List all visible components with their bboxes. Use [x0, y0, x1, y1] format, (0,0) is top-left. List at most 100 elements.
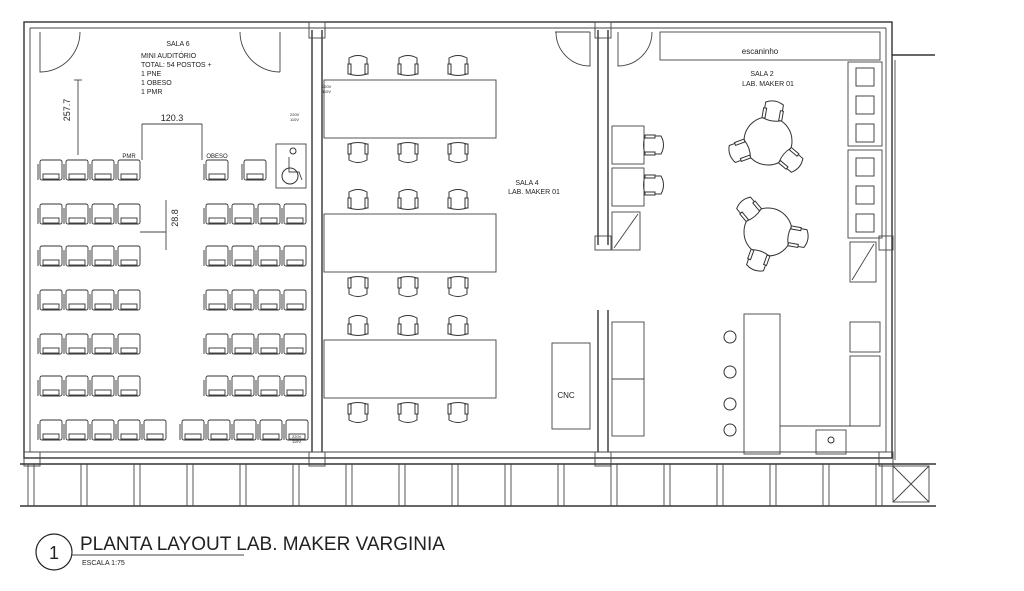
sala-4-chair — [397, 55, 419, 76]
sala-2-chair — [736, 196, 763, 223]
desk-chair — [643, 174, 664, 196]
sala-4-chair — [447, 402, 469, 423]
auditorium-seat — [89, 375, 115, 397]
auditorium-seat — [63, 375, 89, 397]
desk-chair — [643, 134, 664, 156]
auditorium-seat — [37, 375, 63, 397]
auditorium-seat — [231, 419, 257, 441]
auditorium-seat — [203, 333, 229, 355]
auditorium-seat — [255, 375, 281, 397]
auditorium-seat — [89, 245, 115, 267]
sala-4-chair — [347, 315, 369, 336]
obeso-seat: OBESO — [203, 154, 229, 181]
sala-4-chair — [397, 142, 419, 163]
auditorium-seat — [89, 333, 115, 355]
auditorium-seat — [281, 333, 307, 355]
sala-4-furniture: SALA 4 LAB. MAKER 01 CNC — [323, 55, 664, 430]
auditorium-seat — [241, 159, 267, 181]
sala-4-chair — [447, 276, 469, 297]
auditorium-seat — [115, 245, 141, 267]
auditorium-seat — [281, 203, 307, 225]
outlet-label: 110V — [290, 117, 299, 122]
drawing-title: PLANTA LAYOUT LAB. MAKER VARGINIA — [80, 534, 445, 555]
auditorium-seat — [63, 159, 89, 181]
auditorium-seat — [203, 245, 229, 267]
auditorium-seat — [281, 375, 307, 397]
wheelchair-icon — [275, 143, 307, 189]
escaninho-locker: escaninho — [659, 31, 881, 61]
shelf-bin — [855, 185, 875, 205]
outlet-label: 220V — [292, 434, 302, 439]
auditorium-seat — [63, 245, 89, 267]
dimension-lines: 257.7 120.3 28.8 — [62, 79, 203, 250]
outlet-label: 110V — [322, 89, 331, 94]
shelf-bin — [855, 213, 875, 233]
auditorium-seat — [229, 333, 255, 355]
sala-4-chair — [347, 55, 369, 76]
sala-4-chair — [347, 142, 369, 163]
dim-120-3: 120.3 — [161, 113, 184, 123]
sala-4-chair — [447, 189, 469, 210]
sala-4-chair — [447, 55, 469, 76]
outlet-label: 220V — [322, 84, 332, 89]
sala-2-title: SALA 2 — [750, 71, 773, 78]
sala-4-chair — [447, 142, 469, 163]
escaninho-label: escaninho — [742, 47, 779, 56]
sala-6-pne: 1 PNE — [141, 71, 162, 78]
auditorium-seat — [115, 419, 141, 441]
auditorium-seat — [141, 419, 167, 441]
shelf-bin — [855, 157, 875, 177]
auditorium-seat — [37, 289, 63, 311]
sala-6-title: SALA 6 — [166, 41, 189, 48]
outlet-label: 110V — [292, 439, 301, 444]
drawing-scale: ESCALA 1:75 — [82, 560, 125, 567]
auditorium-seat — [203, 375, 229, 397]
auditorium-seat — [255, 289, 281, 311]
cnc-label: CNC — [557, 391, 575, 400]
sala-4-title: SALA 4 — [515, 180, 538, 187]
sheet-number: 1 — [49, 543, 59, 563]
auditorium-seat — [115, 289, 141, 311]
sheet-number-bubble — [35, 533, 73, 571]
bottom-corridor — [20, 463, 936, 507]
auditorium-seat — [203, 203, 229, 225]
partition-walls — [23, 21, 894, 467]
auditorium-seat — [203, 289, 229, 311]
auditorium-seat — [63, 333, 89, 355]
sala-4-chair — [397, 315, 419, 336]
auditorium-seat — [89, 419, 115, 441]
dim-257-7: 257.7 — [62, 99, 72, 122]
auditorium-seat — [89, 289, 115, 311]
sala-4-chair — [447, 315, 469, 336]
sala-4-subtitle: LAB. MAKER 01 — [508, 189, 560, 196]
auditorium-seat — [229, 289, 255, 311]
auditorium-seat — [255, 333, 281, 355]
auditorium-seat — [229, 375, 255, 397]
auditorium-seat — [229, 245, 255, 267]
auditorium-seat — [115, 375, 141, 397]
shelf-bin — [855, 95, 875, 115]
title-block: 1 PLANTA LAYOUT LAB. MAKER VARGINIA ESCA… — [35, 533, 445, 571]
auditorium-seat — [229, 203, 255, 225]
auditorium-seat — [281, 245, 307, 267]
sala-2-furniture: SALA 2 LAB. MAKER 01 — [611, 61, 883, 455]
auditorium-seating: PMR OBESO — [37, 154, 309, 441]
pmr-seat-tag: PMR — [122, 154, 136, 160]
sala-6-subtitle: MINI AUDITÓRIO — [141, 51, 197, 60]
sala-4-chair — [397, 189, 419, 210]
auditorium-seat — [281, 289, 307, 311]
shelf-bin — [855, 123, 875, 143]
sala-4-chair — [347, 276, 369, 297]
auditorium-seat — [115, 333, 141, 355]
sala-2-chair — [787, 225, 809, 249]
obeso-seat-tag: OBESO — [206, 154, 228, 160]
auditorium-seat — [179, 419, 205, 441]
auditorium-seat — [255, 203, 281, 225]
sala-4-chair — [347, 402, 369, 423]
outlet-label: 220V — [290, 112, 300, 117]
sala-6-capacity: TOTAL: 54 POSTOS + — [141, 62, 212, 69]
sala-2-chair — [728, 138, 752, 164]
